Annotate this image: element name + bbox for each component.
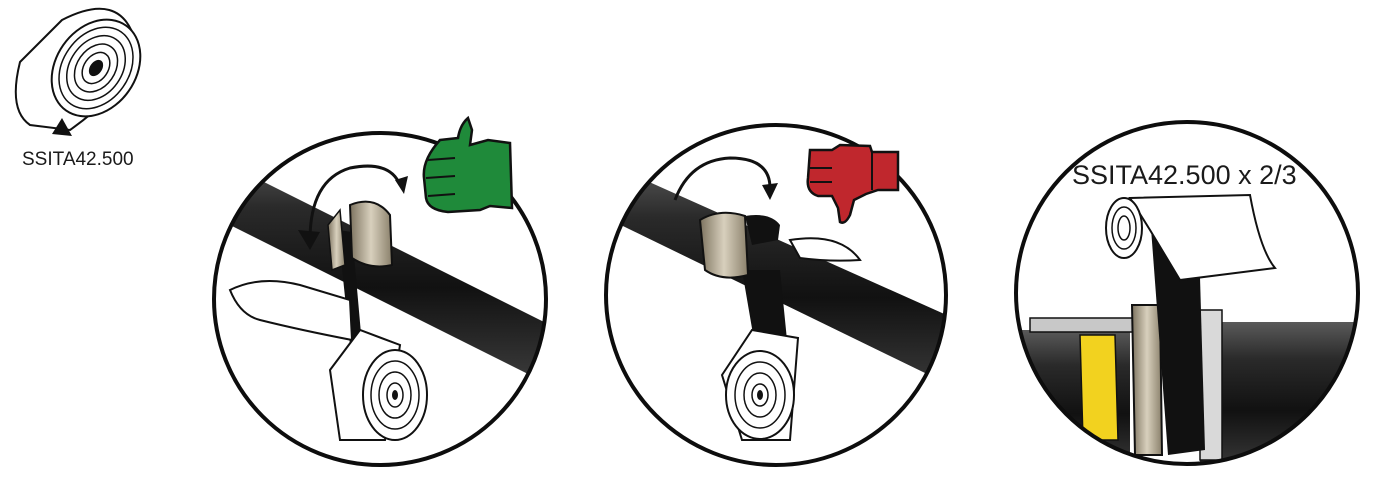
yellow-layer <box>1080 335 1118 440</box>
tape-roll-icon <box>363 350 427 440</box>
step3-quantity-label: SSITA42.500 x 2/3 <box>1072 160 1297 191</box>
thumbs-up-glove-icon <box>424 118 512 212</box>
pipe <box>1200 322 1365 470</box>
tape-roll-icon <box>16 2 159 136</box>
tape-roll-icon <box>726 351 794 439</box>
product-code-label: SSITA42.500 <box>22 149 134 171</box>
step-2-incorrect-panel <box>590 125 980 465</box>
tape-roll-icon <box>1106 198 1142 258</box>
